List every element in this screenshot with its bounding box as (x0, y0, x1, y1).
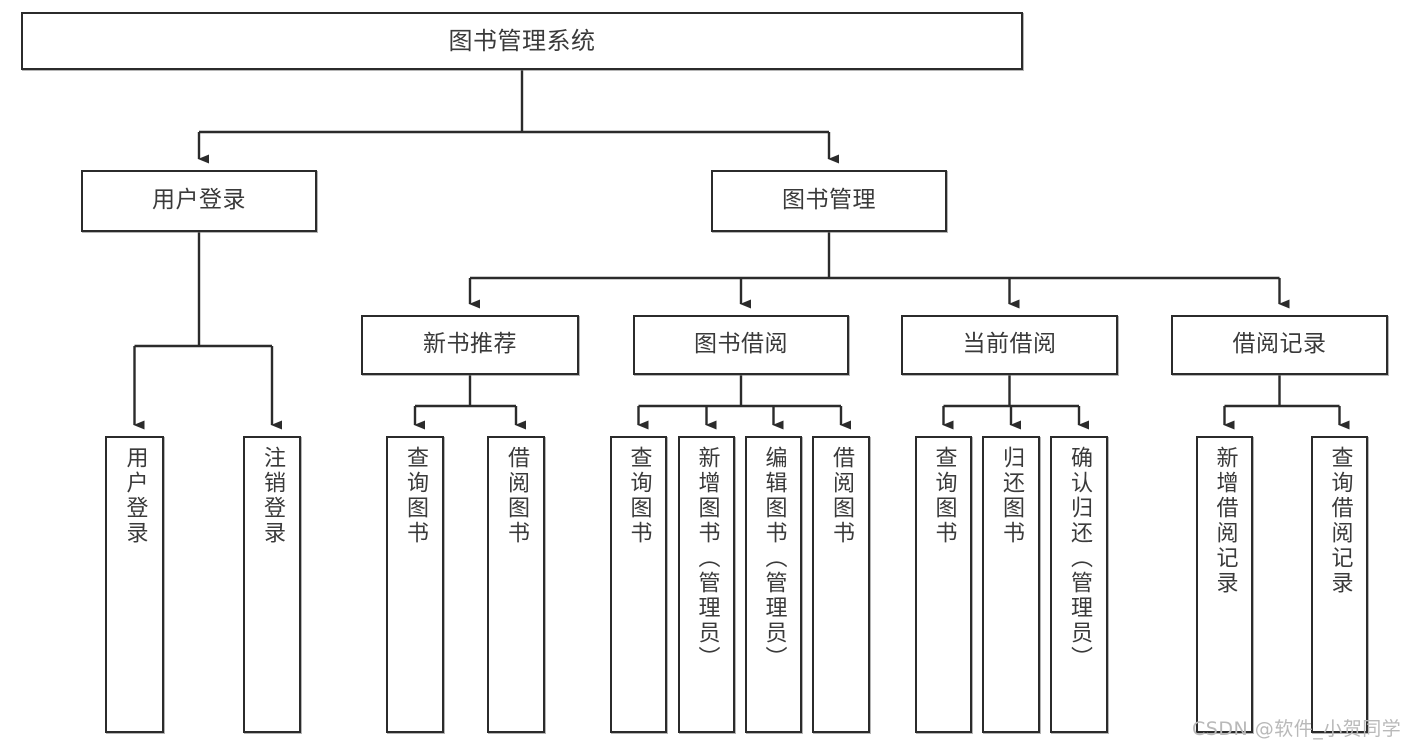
node-current[interactable]: 当前借阅 (901, 315, 1118, 375)
csdn-watermark: CSDN @软件_小贺同学 (1192, 718, 1402, 740)
node-label-root: 图书管理系统 (448, 26, 596, 55)
node-label-current: 当前借阅 (962, 331, 1057, 358)
edge-bus-borrow (638, 375, 841, 408)
edge-bus-bookmgmt (470, 232, 1280, 280)
node-label-leaf-bor-3: 编辑图书（管理员） (761, 446, 787, 671)
edge-bus-login (134, 232, 272, 348)
node-bookmgmt[interactable]: 图书管理 (711, 170, 947, 232)
node-label-leaf-rec-1: 新增借阅记录 (1212, 446, 1238, 596)
node-borrow[interactable]: 图书借阅 (633, 315, 849, 375)
node-label-leaf-cur-1: 查询图书 (931, 446, 957, 546)
node-label-login: 用户登录 (152, 187, 246, 214)
node-label-leaf-new-2: 借阅图书 (503, 446, 529, 546)
node-leaf-bor-1[interactable]: 查询图书 (610, 436, 667, 733)
edge-bus-records (1224, 375, 1340, 408)
node-leaf-cur-1[interactable]: 查询图书 (915, 436, 972, 733)
node-label-leaf-cur-3: 确认归还（管理员） (1066, 446, 1092, 671)
node-leaf-login-2[interactable]: 注销登录 (243, 436, 301, 733)
node-label-leaf-login-2: 注销登录 (259, 446, 285, 546)
node-label-leaf-rec-2: 查询借阅记录 (1327, 446, 1353, 596)
node-login[interactable]: 用户登录 (81, 170, 317, 232)
node-label-leaf-new-1: 查询图书 (402, 446, 428, 546)
edge-bus-newbook (415, 375, 516, 408)
node-label-leaf-bor-4: 借阅图书 (828, 446, 854, 546)
node-newbook[interactable]: 新书推荐 (361, 315, 579, 375)
node-label-records: 借阅记录 (1232, 331, 1327, 358)
node-label-borrow: 图书借阅 (694, 331, 788, 358)
node-label-newbook: 新书推荐 (423, 331, 517, 358)
node-label-bookmgmt: 图书管理 (782, 187, 876, 214)
node-leaf-login-1[interactable]: 用户登录 (105, 436, 164, 733)
node-leaf-cur-2[interactable]: 归还图书 (982, 436, 1040, 733)
node-leaf-new-1[interactable]: 查询图书 (386, 436, 444, 733)
edge-bus-current (943, 375, 1079, 408)
node-label-leaf-cur-2: 归还图书 (998, 446, 1024, 546)
node-leaf-bor-4[interactable]: 借阅图书 (812, 436, 870, 733)
node-leaf-bor-2[interactable]: 新增图书（管理员） (678, 436, 735, 733)
node-leaf-new-2[interactable]: 借阅图书 (487, 436, 545, 733)
node-label-leaf-bor-2: 新增图书（管理员） (694, 446, 720, 671)
node-root[interactable]: 图书管理系统 (21, 12, 1023, 70)
edge-bus-root (199, 70, 829, 134)
node-records[interactable]: 借阅记录 (1171, 315, 1388, 375)
node-leaf-rec-1[interactable]: 新增借阅记录 (1196, 436, 1253, 733)
node-leaf-bor-3[interactable]: 编辑图书（管理员） (745, 436, 802, 733)
node-label-leaf-bor-1: 查询图书 (626, 446, 652, 546)
node-label-leaf-login-1: 用户登录 (122, 446, 148, 546)
node-leaf-rec-2[interactable]: 查询借阅记录 (1311, 436, 1368, 733)
node-leaf-cur-3[interactable]: 确认归还（管理员） (1050, 436, 1108, 733)
